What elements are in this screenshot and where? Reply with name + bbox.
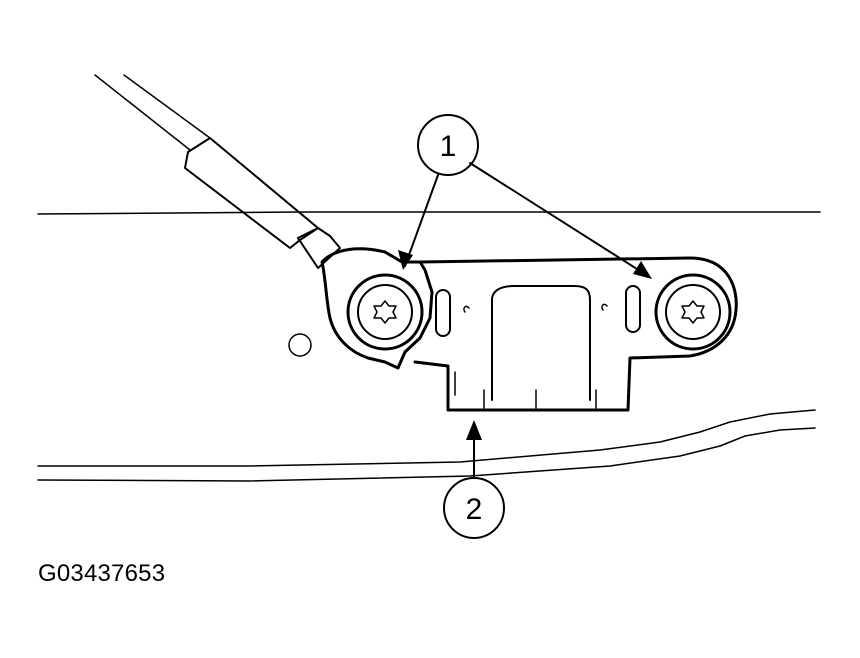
bolt-right-head [665,284,721,340]
tool-socket-head [320,247,434,370]
tool-handle-grip [184,137,319,249]
bolt-left-head [357,284,413,340]
panel-bottom-edge-lower [37,427,816,482]
callout-1-leader-right [469,162,649,277]
callout-1-arrowhead-left [398,250,413,270]
callout-1-arrowhead-right [633,261,652,279]
callout-2-label: 2 [466,493,483,526]
bracket-slot-right [625,285,641,333]
tool-neck [297,227,341,269]
bolt-right [654,273,732,351]
bolt-left-torx-icon [373,300,397,324]
bracket-tick-left [463,305,470,313]
panel-bottom-edge-upper [37,409,816,467]
callout-1: 1 [398,114,652,279]
callout-1-label: 1 [440,130,457,163]
sensor-bracket [413,256,738,412]
bracket-slot-left [435,289,451,337]
tool-shaft-line-b [123,74,211,139]
bracket-raised-center [491,285,591,401]
callout-1-leader-left [404,174,439,267]
bolt-right-torx-icon [681,300,705,324]
callout-1-circle [417,114,479,176]
callout-2: 2 [443,420,505,539]
bolt-right-washer [654,273,732,351]
tool-shaft-line-a [94,74,191,151]
bracket-tick-right [601,303,608,311]
bolt-left-washer [346,273,424,351]
panel-top-edge [37,211,821,215]
panel-hole [288,333,312,357]
figure-id: G03437653 [38,560,166,587]
bracket-outline [413,256,738,412]
callout-2-arrowhead [466,420,482,440]
wrench-tool [94,74,434,370]
bolt-left [346,273,424,351]
